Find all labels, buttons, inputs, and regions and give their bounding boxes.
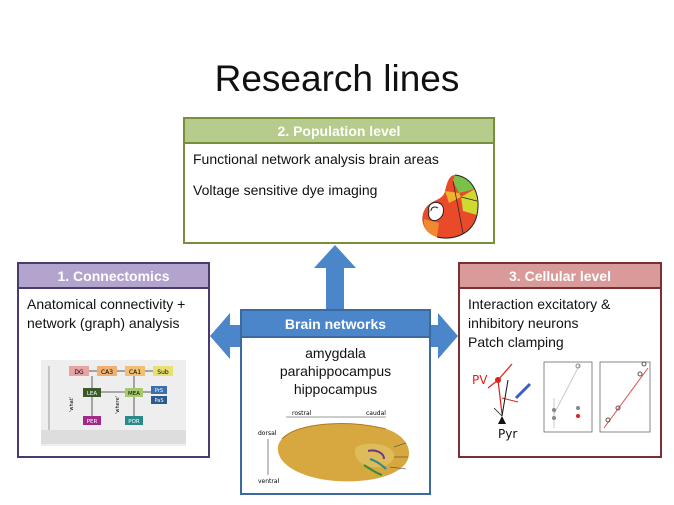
label-caudal: caudal (366, 410, 386, 417)
node-sub: Sub (157, 369, 169, 376)
cellular-line-3: Patch clamping (468, 334, 564, 350)
population-line-1: Functional network analysis brain areas (193, 151, 439, 167)
brain-networks-box: Brain networks amygdala parahippocampus … (240, 309, 431, 495)
label-ventral: ventral (258, 478, 280, 485)
cellular-level-header: 3. Cellular level (460, 264, 660, 289)
node-dg: DG (74, 369, 84, 376)
label-pv: PV (472, 373, 488, 387)
population-line-2: Voltage sensitive dye imaging (193, 182, 378, 198)
cellular-line-2: inhibitory neurons (468, 315, 579, 331)
connectomics-line-2: network (graph) analysis (27, 315, 180, 331)
population-level-header: 2. Population level (185, 119, 493, 144)
label-where: 'where' (115, 396, 121, 414)
node-ca3: CA3 (101, 369, 113, 376)
cellular-line-1: Interaction excitatory & (468, 296, 611, 312)
brain-region-amygdala: amygdala (305, 345, 366, 361)
brain-networks-header: Brain networks (242, 311, 429, 338)
node-pas: PaS (154, 398, 163, 404)
node-per: PER (87, 419, 98, 425)
population-level-box: 2. Population level Functional network a… (183, 117, 495, 244)
node-mea: MEA (128, 391, 140, 397)
label-pyr: Pyr (498, 427, 517, 441)
connectomics-box: 1. Connectomics Anatomical connectivity … (17, 262, 210, 458)
label-rostral: rostral (292, 410, 312, 417)
arrow-left (210, 313, 240, 359)
arrow-up (314, 245, 356, 309)
brain-region-hippocampus: hippocampus (293, 381, 378, 397)
label-dorsal: dorsal (258, 430, 277, 437)
patch-clamp-figure: PV Pyr (472, 361, 651, 441)
connectomics-header: 1. Connectomics (19, 264, 208, 289)
node-ca1: CA1 (129, 369, 141, 376)
node-lea: LEA (87, 391, 98, 397)
connectivity-diagram: DG CA3 CA1 Sub LEA MEA PrS PaS 'what' 'w… (41, 360, 186, 446)
node-por: POR (128, 419, 140, 425)
rat-brain-figure: rostral caudal dorsal ventral (258, 410, 410, 485)
node-prs: PrS (155, 388, 163, 394)
brain-region-parahippocampus: parahippocampus (279, 363, 392, 379)
page-title: Research lines (214, 58, 460, 99)
cellular-level-box: 3. Cellular level Interaction excitatory… (458, 262, 662, 458)
connectomics-line-1: Anatomical connectivity + (27, 296, 186, 312)
label-what: 'what' (69, 397, 75, 412)
arrow-right (431, 313, 458, 359)
vsd-imaging-figure (422, 174, 479, 239)
